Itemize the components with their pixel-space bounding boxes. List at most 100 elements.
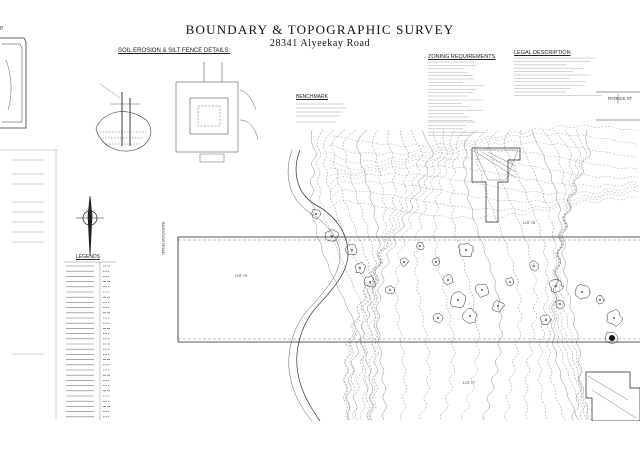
contour-line bbox=[414, 129, 448, 421]
survey-address: 28341 Alyeekay Road bbox=[269, 38, 371, 49]
contour-line bbox=[323, 129, 379, 421]
tree-icon bbox=[605, 331, 618, 345]
legend-rows bbox=[66, 265, 110, 418]
contour-line bbox=[329, 196, 639, 220]
contour-line bbox=[329, 124, 639, 147]
contour-line bbox=[463, 129, 503, 421]
contour-line bbox=[554, 129, 589, 421]
tree-icon bbox=[442, 273, 454, 285]
tree-icon bbox=[474, 284, 490, 298]
contour-line bbox=[503, 129, 550, 421]
tree-icon bbox=[540, 314, 553, 325]
tree-icon bbox=[574, 284, 591, 300]
silt-fence-heading: SOIL EROSION & SILT FENCE DETAILS: bbox=[118, 48, 231, 54]
tree-icon bbox=[491, 300, 505, 313]
contour-line bbox=[329, 180, 639, 203]
contour-line bbox=[329, 133, 639, 156]
legends-heading: LEGENDS bbox=[76, 254, 100, 260]
tree-trunk bbox=[437, 317, 439, 319]
lot-78-label: LOT 78 bbox=[523, 221, 535, 225]
legend-table bbox=[64, 261, 116, 420]
contour-line bbox=[376, 129, 434, 421]
sheet-bottom-margin bbox=[0, 421, 640, 460]
text-blocks bbox=[428, 57, 602, 136]
tree-icon bbox=[549, 279, 565, 293]
tree-trunk bbox=[403, 261, 405, 263]
tree-icon bbox=[345, 243, 358, 256]
tree-icon bbox=[505, 277, 515, 287]
tree-icon bbox=[450, 291, 467, 308]
tree-trunk bbox=[555, 285, 557, 287]
contour-line bbox=[433, 129, 456, 421]
tree-trunk bbox=[465, 249, 467, 251]
contour-line bbox=[519, 129, 566, 421]
contour-line bbox=[344, 129, 397, 421]
tree-trunk bbox=[369, 281, 371, 283]
contour-line bbox=[346, 129, 381, 421]
legal-heading: LEGAL DESCRIPTION bbox=[514, 50, 571, 56]
north-arrow-icon bbox=[76, 195, 104, 257]
contour-line bbox=[553, 129, 591, 421]
contour-line bbox=[474, 129, 523, 421]
contour-line bbox=[329, 165, 639, 188]
house-south bbox=[585, 371, 640, 422]
tree-trunk bbox=[359, 267, 361, 269]
shoreline bbox=[287, 149, 349, 422]
tree-icon bbox=[415, 242, 425, 251]
tree-trunk bbox=[331, 235, 333, 237]
contour-line bbox=[542, 129, 588, 421]
contour-line bbox=[557, 129, 587, 421]
tree-trunk bbox=[469, 315, 471, 317]
tree-trunk bbox=[581, 291, 583, 293]
tree-icon bbox=[431, 257, 441, 266]
tree-clusters bbox=[310, 209, 624, 345]
tree-icon bbox=[555, 299, 565, 310]
patrick-street-fragment bbox=[596, 91, 640, 121]
lot-79-label: LOT 79 bbox=[235, 274, 247, 278]
tree-trunk bbox=[435, 261, 437, 263]
notes-column bbox=[0, 149, 58, 420]
patrick-street-label: PATRICK ST bbox=[608, 96, 633, 101]
contour-line bbox=[329, 189, 639, 212]
utility-marker bbox=[609, 335, 615, 341]
contour-line bbox=[349, 129, 409, 421]
lot-77-label: LOT 77 bbox=[463, 381, 475, 385]
tree-trunk bbox=[599, 299, 601, 301]
contour-line bbox=[360, 129, 423, 421]
zoning-heading: ZONING REQUIREMENTS bbox=[428, 54, 496, 60]
benchmark-heading: BENCHMARK bbox=[296, 94, 328, 100]
contour-line bbox=[329, 148, 639, 170]
contour-line bbox=[449, 129, 480, 421]
tree-trunk bbox=[497, 305, 499, 307]
svg-text:P: P bbox=[0, 26, 4, 32]
sheet-corner-fragment: P bbox=[0, 26, 27, 129]
tree-icon bbox=[595, 294, 606, 305]
tree-trunk bbox=[613, 317, 615, 319]
contour-line bbox=[531, 129, 579, 421]
tree-icon bbox=[432, 312, 444, 324]
tree-trunk bbox=[457, 299, 459, 301]
contour-line bbox=[316, 129, 378, 421]
tree-trunk bbox=[447, 279, 449, 281]
tree-icon bbox=[363, 275, 376, 288]
lot-boundaries bbox=[177, 236, 640, 343]
house-north bbox=[471, 147, 521, 223]
silt-fence-detail bbox=[95, 62, 259, 163]
tree-trunk bbox=[509, 281, 511, 283]
tree-icon bbox=[310, 209, 322, 220]
tree-icon bbox=[354, 261, 366, 274]
tree-trunk bbox=[481, 289, 483, 291]
tree-trunk bbox=[419, 245, 421, 247]
tree-icon bbox=[325, 229, 339, 242]
tree-icon bbox=[457, 242, 475, 257]
contour-line bbox=[561, 129, 591, 421]
tree-icon bbox=[606, 308, 624, 328]
tree-trunk bbox=[389, 289, 391, 291]
contour-line bbox=[394, 129, 442, 421]
tree-trunk bbox=[315, 213, 317, 215]
tree-icon bbox=[461, 307, 478, 324]
tree-trunk bbox=[559, 303, 561, 305]
contour-line bbox=[329, 172, 639, 196]
